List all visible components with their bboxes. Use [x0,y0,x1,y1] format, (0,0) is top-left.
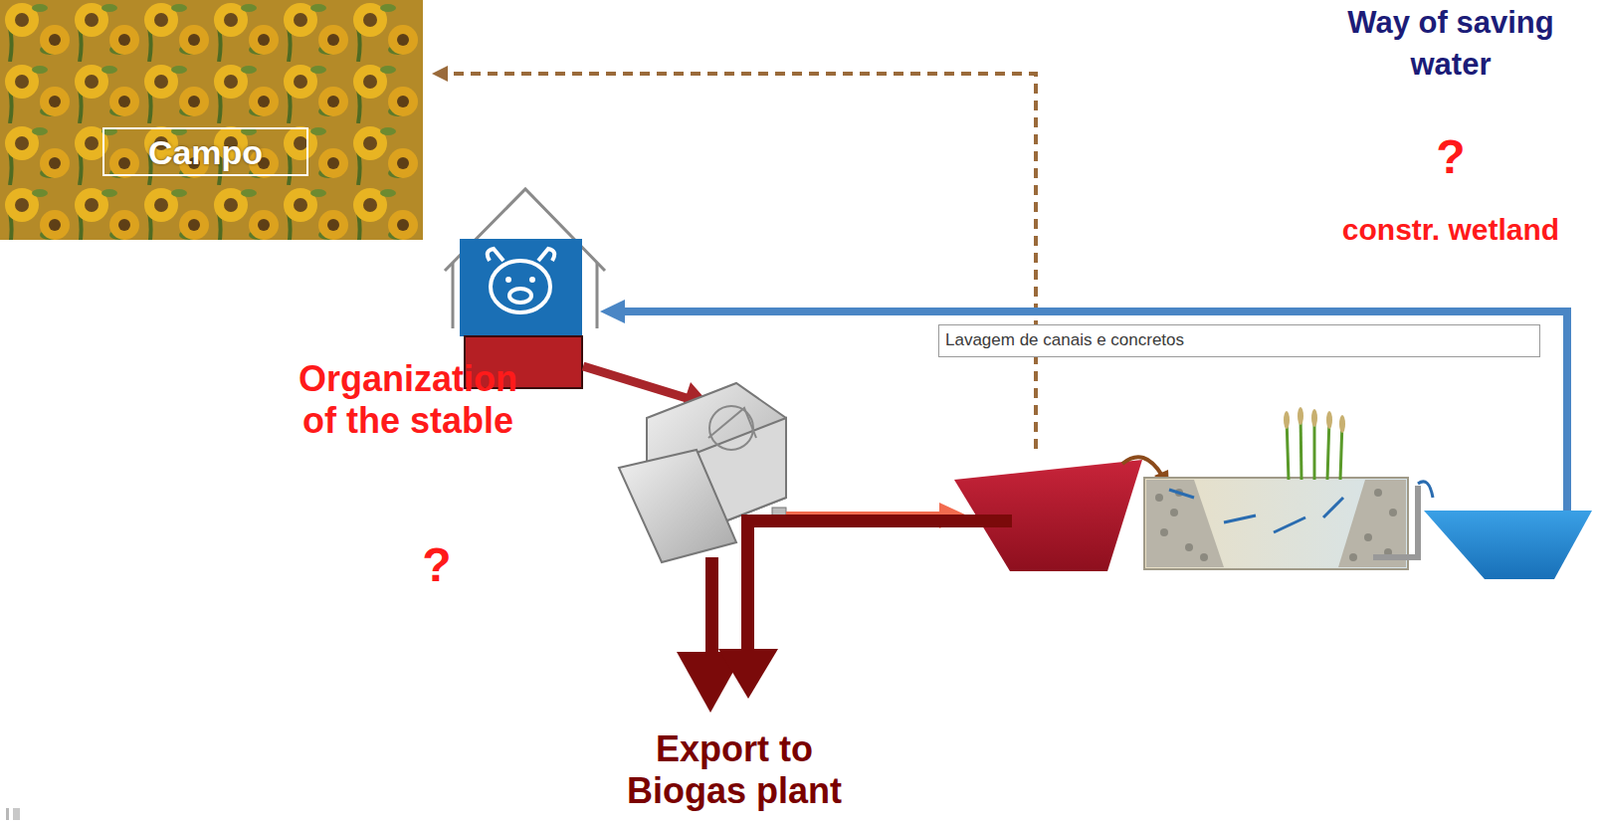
output-label: Export to Biogas plant [614,728,854,812]
question-mark: ? [1410,129,1491,186]
question-mark: ? [397,537,477,594]
pig-icon [487,248,556,313]
export-arrow [741,514,1012,528]
flow-arrow [583,366,687,399]
logo-mark [5,807,9,820]
separator-machine [618,383,787,563]
box-text: Campo [148,135,263,170]
field-picture [0,0,423,240]
line-label-box: Lavagem de canais e concretos [938,324,1541,358]
wetland-picture [1144,406,1433,570]
arrow-head [600,299,625,324]
field-label-box: Campo [102,127,309,177]
note-text: Organization of the stable [288,358,528,442]
arrow-head [431,65,448,82]
box-text: Lavagem de canais e concretos [945,330,1185,351]
logo-mark [12,807,20,820]
note-text: Way of saving water [1326,1,1576,86]
flow-arrow [1122,456,1163,476]
note-text: constr. wetland [1326,210,1576,249]
export-arrow [676,514,1012,713]
pig-icon [459,238,583,337]
water-tank [1423,510,1593,580]
